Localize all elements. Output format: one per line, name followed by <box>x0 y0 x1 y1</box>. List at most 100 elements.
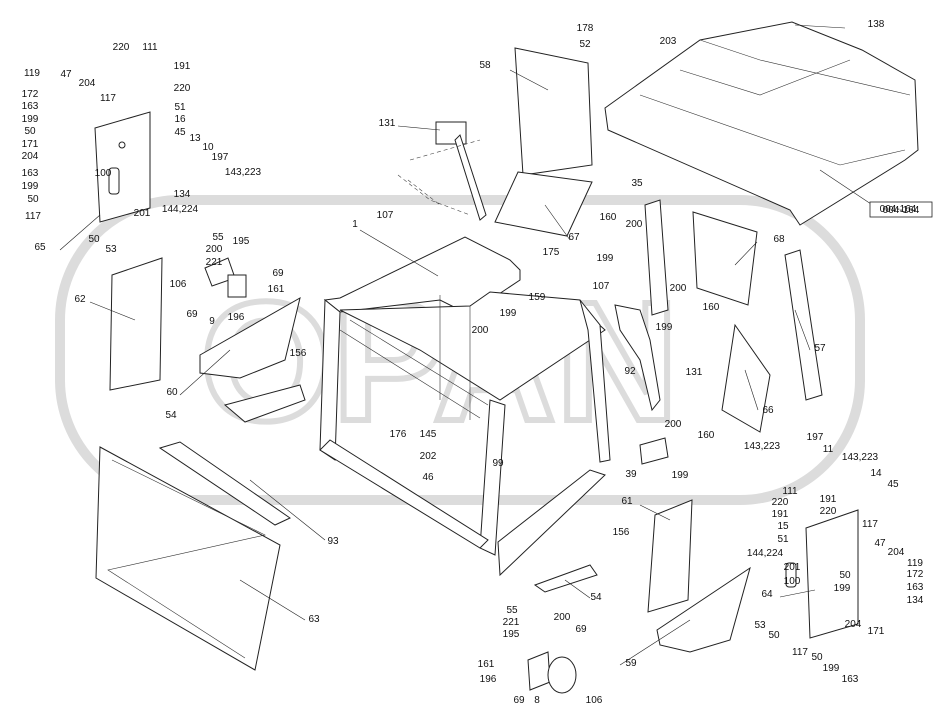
callout-label: 134 <box>907 595 924 606</box>
left-door-assembly <box>94 111 151 223</box>
callout-label: 100 <box>95 168 112 179</box>
callout-label: 160 <box>698 430 715 441</box>
callout-label: 61 <box>621 496 633 507</box>
callout-label: 46 <box>422 472 434 483</box>
callout-label: 202 <box>420 451 437 462</box>
roof-panel <box>604 21 919 226</box>
callout-label: 199 <box>22 181 39 192</box>
callout-label: 9 <box>209 316 215 327</box>
callout-label: 204 <box>79 78 96 89</box>
callout-label: 99 <box>492 458 504 469</box>
callout-label: 199 <box>656 322 673 333</box>
callout-label: 200 <box>665 419 682 430</box>
callout-label: 201 <box>784 562 801 573</box>
cab-frame <box>319 236 611 577</box>
callout-label: 145 <box>420 429 437 440</box>
callout-label: 69 <box>575 624 587 635</box>
right-pillar-trim <box>644 199 669 316</box>
rear-glass <box>95 446 281 671</box>
callout-label: 51 <box>174 102 186 113</box>
callout-label: 117 <box>862 519 878 530</box>
callout-label: 220 <box>113 42 130 53</box>
callout-label: 144,224 <box>747 548 784 559</box>
callout-label: 93 <box>327 536 339 547</box>
callout-label: 191 <box>820 494 837 505</box>
callout-label: 191 <box>174 61 191 72</box>
callout-label: 195 <box>503 629 520 640</box>
callout-label: 63 <box>308 614 320 625</box>
callout-label: 195 <box>233 236 250 247</box>
callout-label: 117 <box>100 93 116 104</box>
callout-label: 50 <box>88 234 100 245</box>
callout-label: 171 <box>868 626 885 637</box>
callout-label: 11 <box>823 444 834 455</box>
callout-label: 106 <box>170 279 187 290</box>
callout-label: 53 <box>105 244 117 255</box>
callout-label: 47 <box>874 538 886 549</box>
callout-label: 160 <box>703 302 720 313</box>
latch-plate-right <box>527 651 551 691</box>
callout-label: 161 <box>268 284 285 295</box>
callout-label: 67 <box>568 232 580 243</box>
callout-label: 161 <box>478 659 495 670</box>
callout-label: 131 <box>686 367 703 378</box>
callout-label: 106 <box>586 695 603 706</box>
callout-label: 50 <box>811 652 823 663</box>
callout-label: 68 <box>773 234 785 245</box>
callout-label: 69 <box>186 309 198 320</box>
callout-label: 143,223 <box>225 167 262 178</box>
callout-label: 163 <box>22 101 39 112</box>
callout-label: 50 <box>839 570 851 581</box>
callout-label: 197 <box>212 152 229 163</box>
callout-label: 107 <box>377 210 394 221</box>
callout-label: 201 <box>134 208 151 219</box>
callout-label: 58 <box>479 60 491 71</box>
callout-label: 39 <box>625 469 637 480</box>
callout-label: 143,223 <box>842 452 879 463</box>
kick-plate-right <box>533 564 598 593</box>
callout-label: 52 <box>579 39 591 50</box>
kick-plate-left <box>223 384 306 423</box>
windshield-upper-glass <box>514 47 593 176</box>
left-lower-glass <box>199 296 301 379</box>
callout-label: 92 <box>624 366 636 377</box>
callout-label: 171 <box>22 139 39 150</box>
callout-label: 156 <box>613 527 630 538</box>
callout-label: 1 <box>352 219 358 230</box>
callout-label: 55 <box>212 232 224 243</box>
callout-label: 131 <box>379 118 396 129</box>
callout-label: 119 <box>907 558 923 569</box>
callout-label: 54 <box>590 592 602 603</box>
latch-plate-left <box>227 274 247 298</box>
callout-label: 204 <box>845 619 862 630</box>
callout-label: 200 <box>472 325 489 336</box>
callout-label: 69 <box>272 268 284 279</box>
callout-label: 45 <box>887 479 899 490</box>
callout-label: 69 <box>513 695 525 706</box>
callout-label: 176 <box>390 429 407 440</box>
callout-label: 66 <box>762 405 774 416</box>
callout-label: 156 <box>290 348 307 359</box>
callout-label: 111 <box>142 42 158 53</box>
callout-label: 221 <box>206 257 223 268</box>
callout-label: 117 <box>25 211 41 222</box>
callout-label: 200 <box>670 283 687 294</box>
reference-code-box: 004-164 <box>869 201 933 218</box>
callout-label: 144,224 <box>162 204 199 215</box>
callout-label: 13 <box>189 133 201 144</box>
right-upper-glass <box>692 211 758 306</box>
callout-label: 119 <box>24 68 40 79</box>
callout-label: 175 <box>543 247 560 258</box>
callout-label: 220 <box>820 506 837 517</box>
callout-label: 143,223 <box>744 441 781 452</box>
callout-label: 220 <box>772 497 789 508</box>
callout-label: 004-164 <box>880 204 917 215</box>
callout-label: 15 <box>777 521 789 532</box>
callout-label: 57 <box>814 343 826 354</box>
callout-label: 159 <box>529 292 546 303</box>
callout-label: 117 <box>792 647 808 658</box>
callout-label: 55 <box>506 605 518 616</box>
